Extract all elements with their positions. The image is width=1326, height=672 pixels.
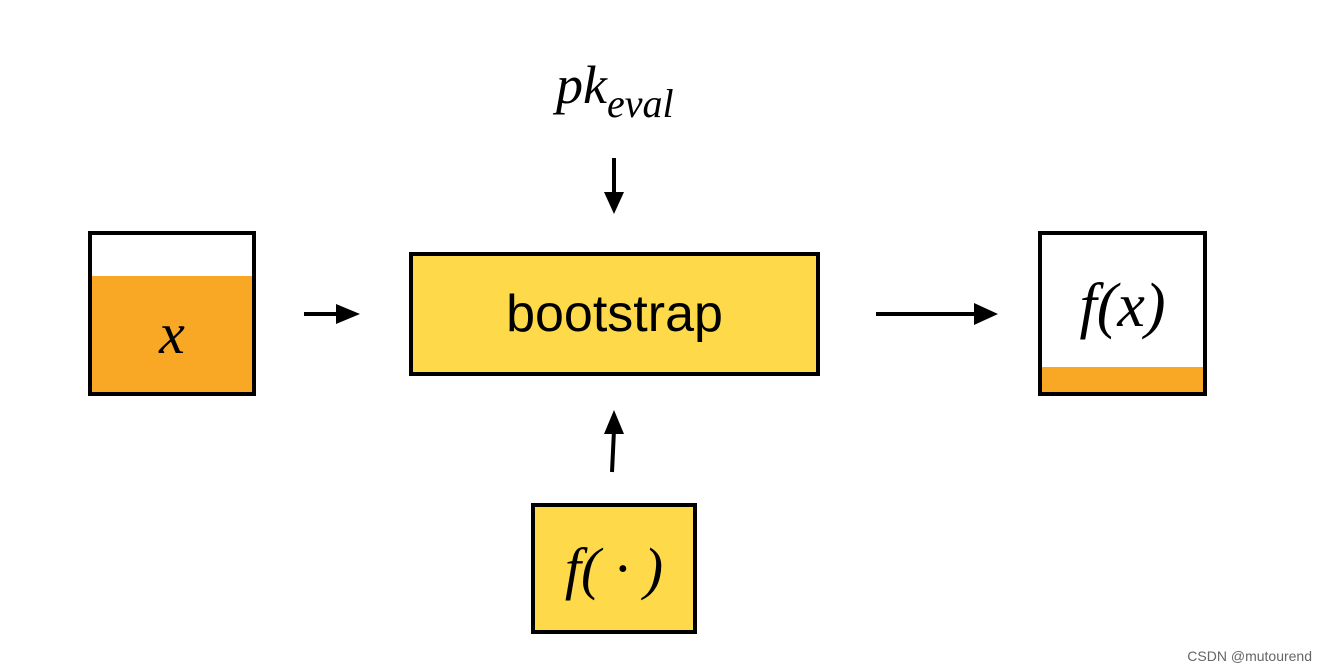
arrow-function-to-bootstrap — [604, 410, 624, 473]
function-box-label: f( · ) — [564, 536, 664, 601]
watermark: CSDN @mutourend — [1187, 648, 1312, 664]
arrow-x-to-bootstrap — [304, 304, 360, 324]
input-box-label: x — [159, 301, 185, 366]
output-box-fill — [1042, 366, 1203, 392]
pk-subscript: eval — [606, 81, 674, 126]
bootstrap-label: bootstrap — [506, 285, 723, 343]
bootstrap-box: bootstrap — [409, 252, 820, 376]
arrow-bootstrap-to-output — [876, 303, 998, 325]
function-box: f( · ) — [531, 503, 697, 634]
input-box-x: x — [88, 231, 256, 396]
input-box-fill — [92, 275, 252, 392]
pk-eval-label: pkeval — [556, 55, 674, 124]
output-box-label: f(x) — [1079, 272, 1166, 340]
pk-base: pk — [556, 55, 607, 115]
arrow-pk-to-bootstrap — [604, 158, 624, 214]
output-box-fx: f(x) — [1038, 231, 1207, 396]
